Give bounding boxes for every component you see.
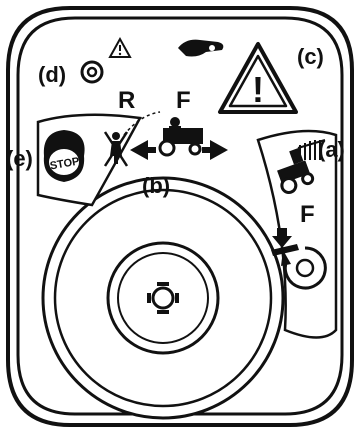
- callout-a: (a): [318, 137, 345, 162]
- forward-label: F: [176, 87, 191, 114]
- callout-e: (e): [6, 146, 33, 171]
- callout-c: (c): [297, 44, 324, 69]
- callout-b: (b): [142, 173, 170, 198]
- warning-symbol: !: [252, 69, 264, 110]
- callout-d: (d): [38, 62, 66, 87]
- forward-label-small: F: [300, 201, 315, 228]
- stop-button-icon: STOP: [44, 130, 85, 182]
- reverse-label: R: [118, 87, 135, 114]
- key-dial-hub: [108, 243, 218, 353]
